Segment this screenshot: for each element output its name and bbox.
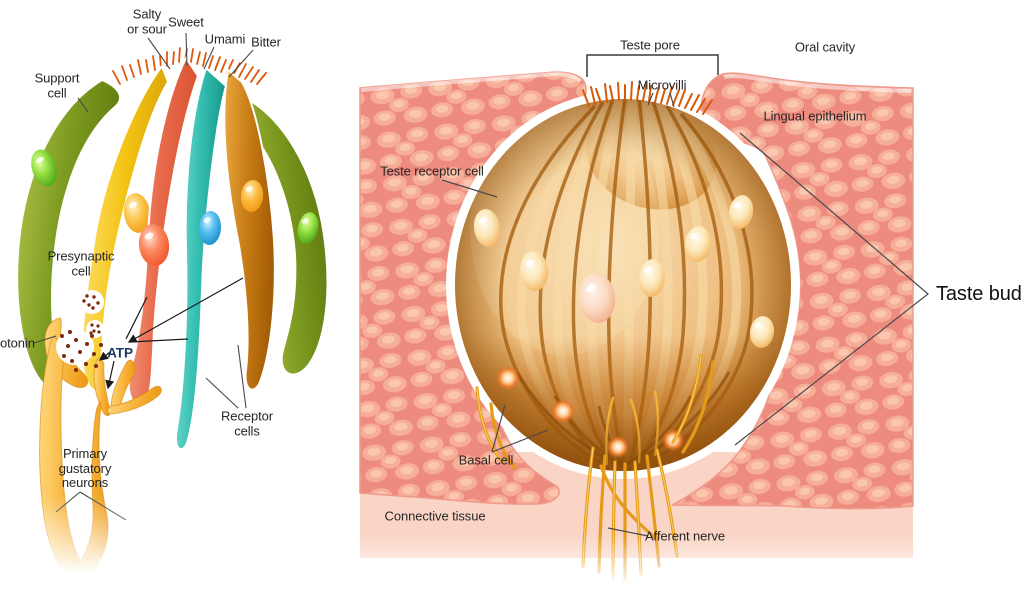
leader-microvilli-1 bbox=[647, 92, 654, 106]
bud-microvilli-icon bbox=[582, 81, 713, 115]
label-taste-bud: Taste bud bbox=[936, 282, 1022, 305]
leader-receptor-cells-2 bbox=[237, 344, 247, 409]
label-afferent-nerve: Afferent nerve bbox=[644, 528, 726, 544]
neuron-branch bbox=[107, 385, 162, 415]
taste-pore-bracket bbox=[586, 54, 719, 77]
label-atp: ATP bbox=[107, 345, 133, 361]
leader-taste-bud bbox=[734, 132, 929, 446]
label-bitter: Bitter bbox=[251, 34, 281, 50]
label-salty-or-sour: Salty or sour bbox=[127, 6, 167, 36]
label-microvilli: Microvilli bbox=[637, 77, 687, 93]
leader-basal-cell-2 bbox=[491, 429, 549, 453]
label-primary-gustatory-neurons: Primary gustatory neurons bbox=[58, 446, 112, 491]
taste-bud-shape bbox=[455, 97, 791, 471]
leader-serotonin bbox=[33, 335, 57, 344]
right-panel-illustration bbox=[355, 54, 1024, 599]
label-lingual-epithelium: Lingual epithelium bbox=[763, 108, 867, 124]
leader-umami bbox=[203, 46, 215, 70]
leader-basal-cell-1 bbox=[491, 404, 506, 453]
signal-arrows bbox=[98, 277, 244, 390]
receptor-cell-nuclei bbox=[473, 195, 775, 348]
label-teste-pore: Teste pore bbox=[620, 37, 680, 53]
epithelium-top-highlight-right bbox=[723, 74, 912, 93]
right-leader-lines bbox=[441, 54, 929, 537]
label-receptor-cells: Receptor cells bbox=[221, 408, 273, 438]
left-bottom-fade bbox=[0, 495, 355, 599]
synaptic-vesicles bbox=[56, 290, 105, 372]
label-umami: Umami bbox=[204, 31, 246, 47]
label-presynaptic-cell: Presynaptic cell bbox=[47, 248, 115, 278]
leader-afferent-nerve bbox=[607, 527, 649, 537]
umami-receptor-cell bbox=[175, 66, 228, 451]
label-serotonin: otonin bbox=[0, 335, 35, 351]
right-bottom-fade bbox=[355, 535, 1024, 599]
leader-salty bbox=[147, 37, 171, 70]
leader-sweet bbox=[185, 32, 188, 67]
epithelium-top-highlight-left bbox=[360, 72, 582, 92]
left-panel-illustration bbox=[0, 32, 355, 599]
leader-bitter bbox=[228, 49, 254, 78]
label-oral-cavity: Oral cavity bbox=[794, 39, 856, 55]
leader-microvilli-2 bbox=[669, 92, 675, 108]
presynaptic-cell-shape bbox=[81, 63, 170, 392]
label-support-cell: Support cell bbox=[34, 70, 80, 100]
leader-support-cell bbox=[77, 97, 89, 113]
leader-receptor-cells-1 bbox=[205, 377, 239, 409]
label-sweet: Sweet bbox=[168, 14, 204, 30]
leader-teste-receptor-cell bbox=[441, 179, 498, 198]
label-connective-tissue: Connective tissue bbox=[384, 508, 486, 524]
label-basal-cell: Basal cell bbox=[458, 452, 514, 468]
presynaptic-cell-nucleus bbox=[123, 193, 151, 233]
label-teste-receptor-cell: Teste receptor cell bbox=[380, 163, 484, 179]
bitter-receptor-cell bbox=[223, 68, 276, 391]
